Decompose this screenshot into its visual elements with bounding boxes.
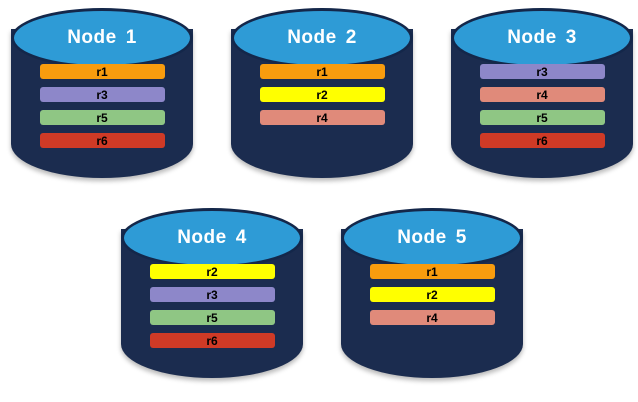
record-item[interactable]: r5 [149,310,275,325]
cylinder-top-ellipse [231,8,413,68]
record-item[interactable]: r6 [479,133,605,148]
record-item[interactable]: r5 [479,110,605,125]
record-item[interactable]: r2 [149,264,275,279]
record-item[interactable]: r3 [479,64,605,79]
record-item[interactable]: r1 [39,64,165,79]
record-list: r1 r3 r5 r6 [11,64,193,148]
cylinder-top-ellipse [341,208,523,268]
record-item[interactable]: r2 [369,287,495,302]
cylinder-top-ellipse [11,8,193,68]
record-item[interactable]: r1 [259,64,385,79]
record-item[interactable]: r3 [149,287,275,302]
record-list: r3 r4 r5 r6 [451,64,633,148]
cylinder-top-ellipse [451,8,633,68]
record-item[interactable]: r2 [259,87,385,102]
cylinder-top-ellipse [121,208,303,268]
record-item[interactable]: r4 [479,87,605,102]
record-item[interactable]: r4 [369,310,495,325]
record-item[interactable]: r6 [149,333,275,348]
record-item[interactable]: r1 [369,264,495,279]
record-item[interactable]: r4 [259,110,385,125]
record-item[interactable]: r5 [39,110,165,125]
record-list: r1 r2 r4 [341,264,523,325]
record-list: r1 r2 r4 [231,64,413,125]
record-item[interactable]: r3 [39,87,165,102]
record-list: r2 r3 r5 r6 [121,264,303,348]
record-item[interactable]: r6 [39,133,165,148]
